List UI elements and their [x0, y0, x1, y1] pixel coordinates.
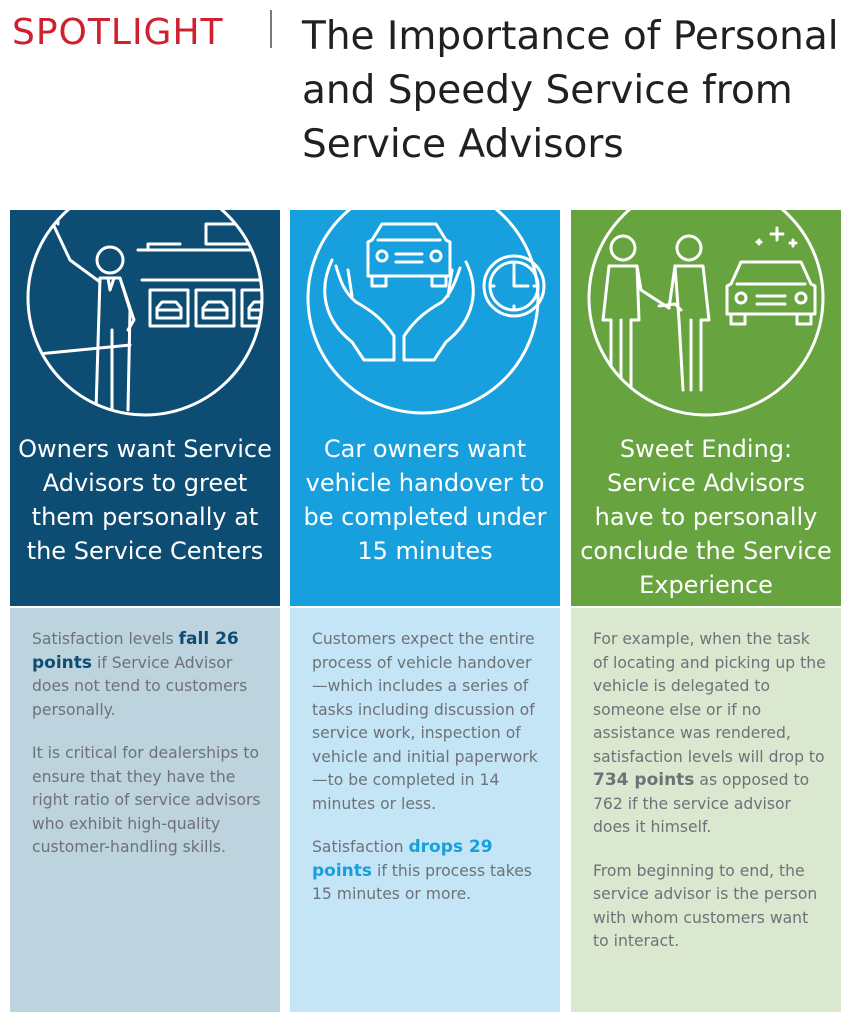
greeting-paragraph-1: Satisfaction levels fall 26 points if Se… — [32, 628, 266, 722]
ending-paragraph-2: From beginning to end, the service advis… — [593, 861, 818, 951]
text-fragment: Satisfaction — [312, 838, 409, 856]
ending-paragraph-1: For example, when the task of locating a… — [593, 628, 827, 840]
column-handover-headline: Car owners want vehicle handover to be c… — [303, 435, 547, 565]
handshake-car-icon — [587, 210, 825, 417]
page-title: The Importance of Personal and Speedy Se… — [302, 14, 839, 167]
highlight-stat: fall 26 points — [32, 629, 239, 673]
column-greeting-headline: Owners want Service Advisors to greet th… — [18, 435, 272, 565]
column-ending-headline: Sweet Ending: Service Advisors have to p… — [580, 435, 832, 599]
text-fragment: if Service Advisor does not tend to cust… — [32, 653, 248, 719]
greeting-paragraph-2: It is critical for dealerships to ensure… — [32, 744, 261, 856]
column-ending-header: Sweet Ending: Service Advisors have to p… — [571, 210, 841, 606]
service-center-greeting-icon — [26, 210, 264, 417]
car-handover-hands-clock-icon — [306, 210, 546, 415]
text-fragment: For example, when the task of locating a… — [593, 630, 826, 766]
highlight-stat: drops 29 points — [312, 837, 493, 881]
header: SPOTLIGHT The Importance of Personal and… — [0, 0, 850, 200]
column-ending-body: For example, when the task of locating a… — [571, 608, 841, 1012]
column-greeting-header: Owners want Service Advisors to greet th… — [10, 210, 280, 606]
text-fragment: Satisfaction levels — [32, 630, 179, 648]
column-handover-header: Car owners want vehicle handover to be c… — [290, 210, 560, 606]
column-handover: Car owners want vehicle handover to be c… — [290, 210, 560, 1012]
text-fragment: as opposed to 762 if the service advisor… — [593, 771, 810, 836]
handover-paragraph-1: Customers expect the entire process of v… — [312, 630, 538, 813]
handover-paragraph-2: Satisfaction drops 29 points if this pro… — [312, 836, 546, 907]
spotlight-label: SPOTLIGHT — [12, 12, 224, 53]
column-ending: Sweet Ending: Service Advisors have to p… — [571, 210, 841, 1012]
text-fragment: if this process takes 15 minutes or more… — [312, 861, 532, 904]
column-greeting-body: Satisfaction levels fall 26 points if Se… — [10, 608, 280, 1012]
column-greeting: Owners want Service Advisors to greet th… — [10, 210, 280, 1012]
column-handover-body: Customers expect the entire process of v… — [290, 608, 560, 1012]
highlight-stat: 734 points — [593, 770, 695, 790]
header-divider — [270, 10, 272, 48]
